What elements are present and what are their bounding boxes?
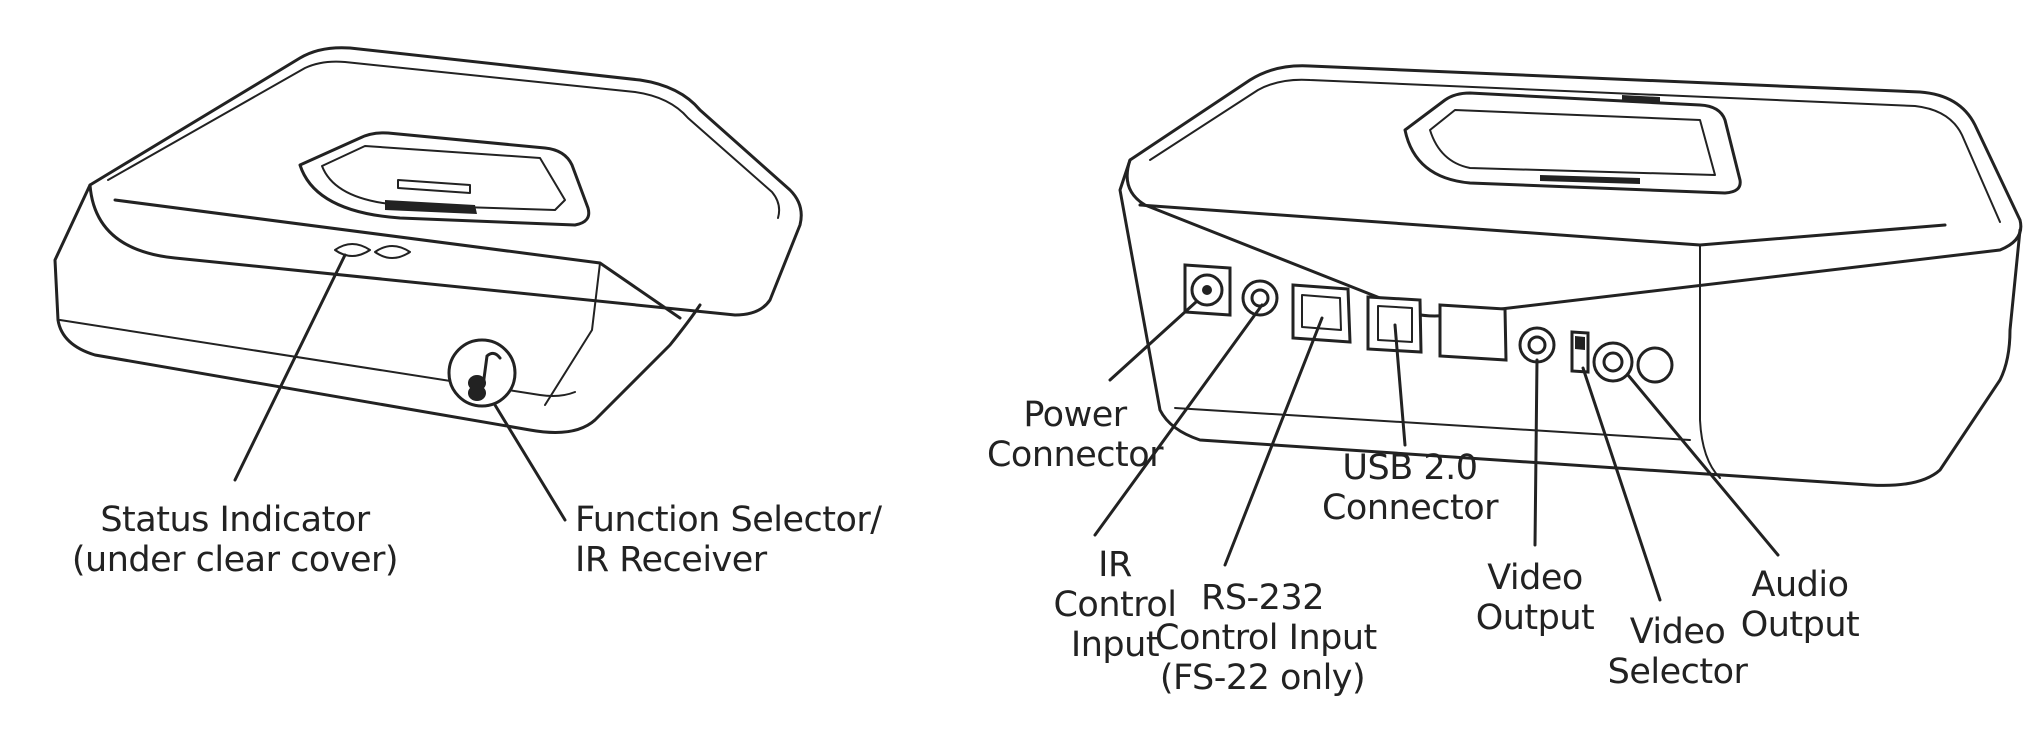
ir-control-input-line-3: Input <box>1070 625 1160 665</box>
function-selector-label: Function Selector/ IR Receiver <box>575 500 905 580</box>
status-indicator-mark <box>334 243 411 259</box>
function-selector-line-2: IR Receiver <box>575 540 767 580</box>
usb-connector-line-1: USB 2.0 <box>1342 448 1478 488</box>
video-selector-line-2: Selector <box>1607 652 1748 692</box>
rs232-leader <box>1223 316 1324 567</box>
video-output-port <box>1518 326 1556 364</box>
power-connector-line-2: Connector <box>986 435 1164 475</box>
status-indicator-line-2: (under clear cover) <box>71 540 399 580</box>
ir-control-input-line-2: Control <box>1053 585 1177 625</box>
front-dock-drawing <box>53 46 803 522</box>
rs232-line-2: Control Input <box>1155 618 1377 658</box>
usb-connector-label: USB 2.0 Connector <box>1320 448 1500 528</box>
video-selector-label: Video Selector <box>1605 612 1750 692</box>
rs232-line-1: RS-232 <box>1201 578 1324 618</box>
power-connector-line-1: Power <box>1023 395 1127 435</box>
audio-output-leader <box>1626 373 1780 557</box>
status-indicator-leader <box>233 253 347 482</box>
video-output-line-2: Output <box>1475 598 1595 638</box>
rear-dock-drawing <box>1093 64 2023 602</box>
rs232-port <box>1291 283 1352 344</box>
video-output-line-1: Video <box>1487 558 1583 598</box>
video-selector-switch <box>1570 330 1590 374</box>
usb-leader <box>1393 323 1407 447</box>
video-output-leader <box>1533 358 1539 547</box>
power-connector-leader <box>1108 300 1198 382</box>
video-selector-line-1: Video <box>1629 612 1726 652</box>
status-indicator-line-1: Status Indicator <box>100 500 370 540</box>
function-selector-line-1: Function Selector/ <box>575 500 882 540</box>
power-connector-label: Power Connector <box>975 395 1175 475</box>
status-indicator-label: Status Indicator (under clear cover) <box>55 500 415 580</box>
usb-connector-line-2: Connector <box>1321 488 1499 528</box>
audio-output-line-2: Output <box>1740 605 1860 645</box>
ir-control-input-label: IR Control Input <box>1040 545 1190 665</box>
audio-output-port <box>1592 341 1674 384</box>
ir-input-leader <box>1093 303 1264 537</box>
audio-output-label: Audio Output <box>1730 565 1870 645</box>
function-selector-button <box>447 338 517 408</box>
blank-port <box>1438 303 1508 362</box>
video-selector-leader <box>1581 366 1662 602</box>
rs232-control-input-label: RS-232 Control Input (FS-22 only) <box>1155 578 1377 698</box>
video-output-label: Video Output <box>1470 558 1600 638</box>
function-selector-leader <box>493 403 567 522</box>
ir-control-input-line-1: IR <box>1098 545 1132 585</box>
rs232-line-3: (FS-22 only) <box>1159 658 1366 698</box>
audio-output-line-1: Audio <box>1751 565 1849 605</box>
